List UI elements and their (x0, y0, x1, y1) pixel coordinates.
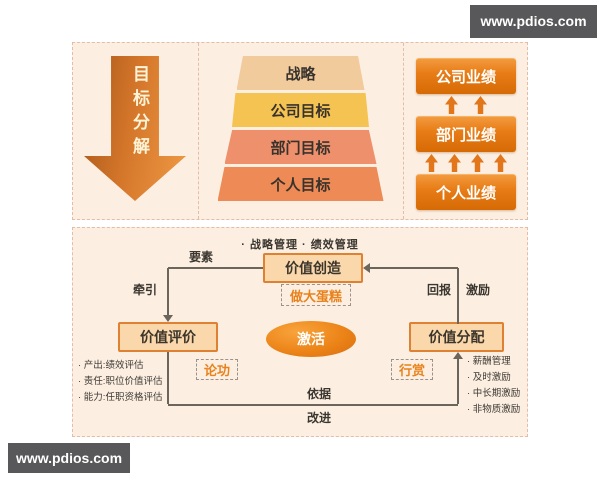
pyramid-level-department-goal: 部门目标 (224, 130, 377, 164)
note-line: · 能力:任职资格评估 (78, 392, 163, 403)
note-line: · 非物质激励 (467, 404, 521, 415)
watermark-bottom: www.pdios.com (8, 443, 130, 473)
note-line: · 薪酬管理 (467, 356, 511, 367)
personal-performance-box: 个人业绩 (416, 174, 516, 210)
arrowhead-left-icon (363, 263, 370, 273)
note-line: · 责任:职位价值评估 (78, 376, 163, 387)
connector-line (370, 267, 458, 269)
management-note: · 战略管理 · 绩效管理 (241, 239, 359, 251)
panel-divider (198, 43, 199, 219)
performance-column: 公司业绩 部门业绩 个人业绩 (403, 43, 529, 221)
edge-label-improve: 改进 (306, 411, 331, 425)
connector-line (167, 352, 169, 404)
note-line: · 产出:绩效评估 (78, 360, 144, 371)
connector-line (167, 268, 169, 315)
up-arrow-icon (425, 154, 438, 172)
up-arrow-icon (445, 96, 458, 114)
activate-ellipse: 激活 (266, 321, 356, 357)
value-distribution-node: 价值分配 (409, 322, 504, 352)
pyramid-level-strategy: 战略 (236, 56, 365, 90)
value-evaluation-node: 价值评价 (118, 322, 218, 352)
make-cake-tag: 做大蛋糕 (281, 284, 351, 306)
edge-label-factors: 要素 (189, 250, 214, 264)
up-arrow-icon (448, 154, 461, 172)
edge-label-incentive: 激励 (466, 283, 491, 297)
edge-label-basis: 依据 (306, 387, 331, 401)
connector-line (168, 267, 263, 269)
merit-tag: 论功 (196, 359, 238, 380)
edge-label-return: 回报 (427, 283, 452, 297)
goal-decomposition-panel: 目标分解 战略 公司目标 部门目标 个人目标 公司业绩 部门业绩 个人业绩 (72, 42, 528, 220)
up-arrows-row (445, 96, 487, 114)
edge-label-traction: 牵引 (133, 283, 158, 297)
up-arrow-icon (471, 154, 484, 172)
connector-line (457, 268, 459, 324)
company-performance-box: 公司业绩 (416, 58, 516, 94)
panel-divider (403, 43, 404, 219)
up-arrows-row (425, 154, 507, 172)
distribution-notes: · 薪酬管理 · 及时激励 · 中长期激励 · 非物质激励 (467, 354, 520, 418)
up-arrow-icon (494, 154, 507, 172)
goal-pyramid: 战略 公司目标 部门目标 个人目标 (198, 43, 403, 221)
value-creation-node: 价值创造 (263, 253, 363, 283)
watermark-top: www.pdios.com (470, 5, 597, 38)
goal-decomposition-label: 目标分解 (130, 65, 149, 161)
pyramid-level-personal-goal: 个人目标 (217, 167, 384, 201)
up-arrow-icon (474, 96, 487, 114)
note-line: · 中长期激励 (467, 388, 521, 399)
note-line: · 及时激励 (467, 372, 511, 383)
arrowhead-down-icon (163, 315, 173, 322)
reward-tag: 行赏 (391, 359, 433, 380)
pyramid-level-company-goal: 公司目标 (232, 93, 369, 127)
value-cycle-panel: · 战略管理 · 绩效管理 价值创造 做大蛋糕 激活 价值评价 价值分配 论功 … (72, 227, 528, 437)
connector-line (168, 404, 458, 406)
arrowhead-up-icon (453, 352, 463, 359)
evaluation-notes: · 产出:绩效评估 · 责任:职位价值评估 · 能力:任职资格评估 (78, 358, 162, 406)
department-performance-box: 部门业绩 (416, 116, 516, 152)
connector-line (457, 359, 459, 404)
